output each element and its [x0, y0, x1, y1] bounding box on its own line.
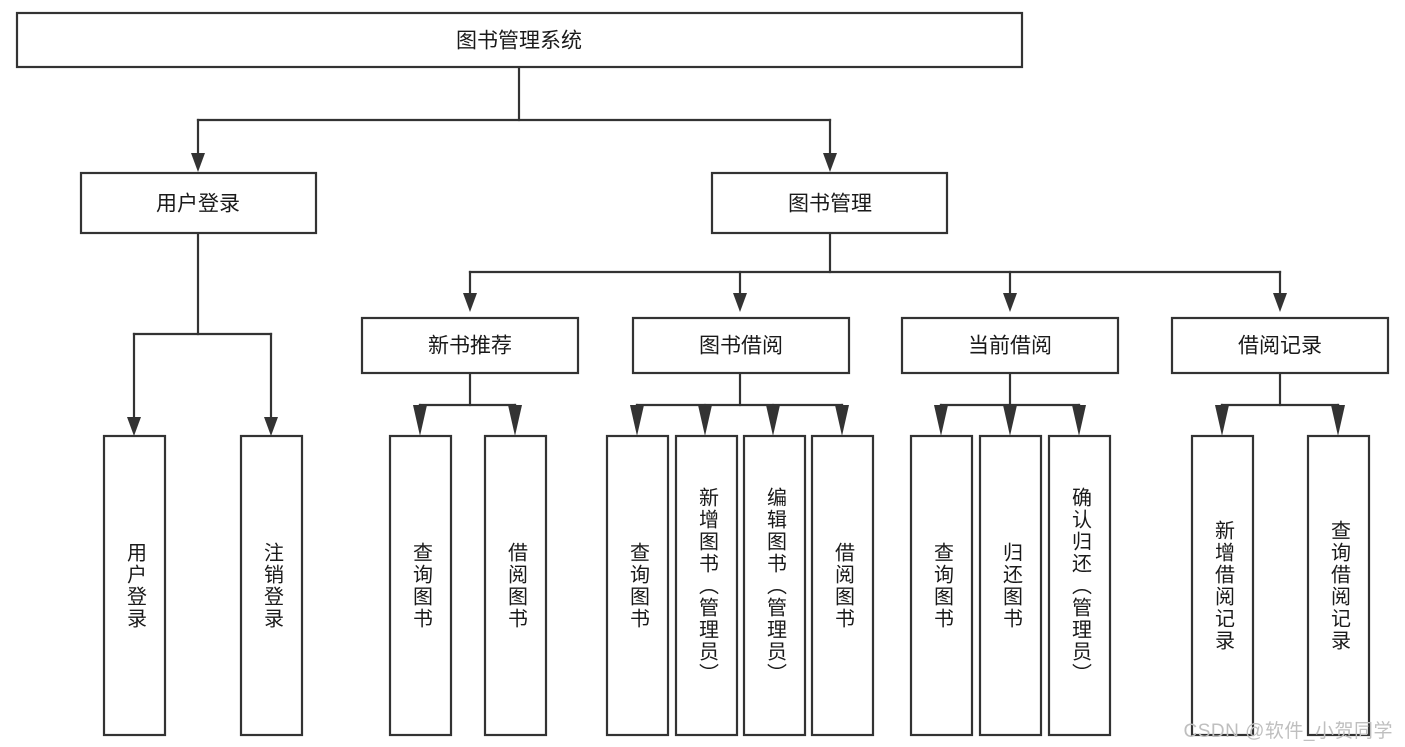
node-book-management[interactable] — [710, 171, 949, 235]
leaf-borrowrecord-query-record[interactable] — [1306, 434, 1371, 737]
node-current-borrow-label: 当前借阅 — [968, 335, 1052, 358]
connector-bookmgmt-to-level3 — [463, 231, 1287, 312]
leaf-borrowrecord-add-record[interactable] — [1190, 434, 1255, 737]
leaf-newbook-query-book[interactable] — [388, 434, 453, 737]
connector-borrowrecord-to-leaves — [1215, 371, 1345, 436]
leaf-currentborrow-query-book[interactable] — [909, 434, 974, 737]
node-new-book-recommend[interactable] — [360, 316, 580, 375]
node-borrow-record[interactable] — [1170, 316, 1390, 375]
node-book-borrow[interactable] — [631, 316, 851, 375]
connector-bookborrow-to-leaves — [630, 371, 849, 436]
node-current-borrow[interactable] — [900, 316, 1120, 375]
node-root-label: 图书管理系统 — [456, 30, 582, 53]
leaf-user-login-login[interactable] — [102, 434, 167, 737]
leaf-bookborrow-query-book[interactable] — [605, 434, 670, 737]
leaf-bookborrow-borrow-book[interactable] — [810, 434, 875, 737]
leaf-currentborrow-return-book[interactable] — [978, 434, 1043, 737]
leaf-user-login-logout[interactable] — [239, 434, 304, 737]
node-user-login-label: 用户登录 — [156, 193, 240, 216]
connector-root-to-level2 — [191, 65, 837, 172]
leaf-newbook-borrow-book[interactable] — [483, 434, 548, 737]
leaf-bookborrow-add-book[interactable] — [674, 434, 739, 737]
node-root[interactable] — [15, 11, 1024, 69]
node-user-login[interactable] — [79, 171, 318, 235]
connector-userlogin-to-leaves — [127, 231, 278, 436]
node-book-borrow-label: 图书借阅 — [699, 335, 783, 358]
watermark: CSDN @软件_小贺同学 — [1183, 721, 1393, 742]
connector-currentborrow-to-leaves — [934, 371, 1086, 436]
node-borrow-record-label: 借阅记录 — [1238, 335, 1322, 358]
node-new-book-recommend-label: 新书推荐 — [428, 335, 512, 358]
leaf-currentborrow-confirm-return[interactable] — [1047, 434, 1112, 737]
node-book-management-label: 图书管理 — [788, 193, 872, 216]
leaf-bookborrow-edit-book[interactable] — [742, 434, 807, 737]
connector-newbook-to-leaves — [413, 371, 522, 436]
